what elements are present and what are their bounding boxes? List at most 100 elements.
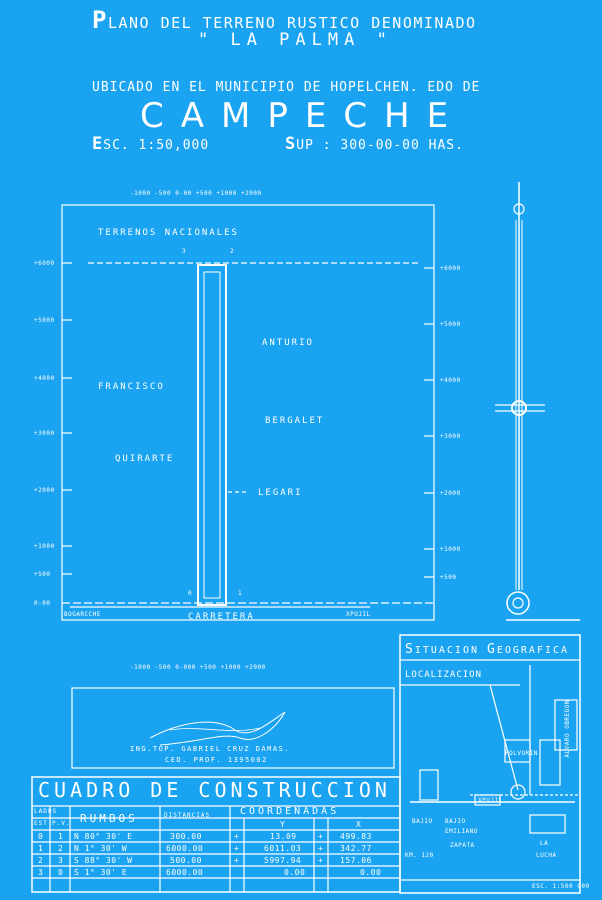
plan-title: PLANO DEL TERRENO RUSTICO DENOMINADO — [92, 6, 477, 34]
vertex-label: 3 — [182, 248, 187, 255]
cell-pv: 1 — [58, 832, 64, 841]
situation-title-text: ITUACION — [414, 645, 488, 656]
parcel-outline — [197, 264, 227, 606]
left-tick: +6000 — [34, 260, 55, 267]
scale-label: ESC. 1:50,000 — [92, 134, 209, 154]
surveyor-license: CED. PROF. 1395002 — [165, 756, 268, 764]
cell-distance: 6000.00 — [166, 844, 204, 853]
header-coordenadas: COORDENADAS — [240, 806, 340, 817]
left-tick: +500 — [34, 571, 51, 578]
cell-y-sign: + — [234, 856, 240, 865]
situation-title-initial: S — [405, 642, 415, 657]
town-label: ZAPATA — [450, 842, 475, 849]
bottom-axis-ticks: -1000 -500 0-000 +500 +1000 +2000 — [130, 664, 266, 671]
east-owner-3: LEGARI — [258, 488, 303, 498]
cell-est: 3 — [38, 868, 44, 877]
right-tick: +500 — [440, 574, 457, 581]
town-label: LUCHA — [536, 852, 557, 859]
header-rumbos: RUMBOS — [80, 812, 138, 825]
town-label: BAJIO — [445, 818, 466, 825]
right-tick: +1000 — [440, 546, 461, 553]
cell-y-sign: + — [234, 844, 240, 853]
top-axis-ticks: -1000 -500 0-00 +500 +1000 +2000 — [130, 190, 262, 197]
right-tick: +6000 — [440, 265, 461, 272]
left-tick: +3000 — [34, 430, 55, 437]
situation-title: SITUACION GEOGRAFICA — [405, 642, 569, 657]
cell-y: 0.00 — [284, 868, 306, 877]
localization-label: LOCALIZACION — [405, 670, 483, 680]
north-neighbor-label: TERRENOS NACIONALES — [98, 228, 239, 238]
right-tick: +4000 — [440, 377, 461, 384]
left-tick: +2000 — [34, 487, 55, 494]
east-owner-1: ANTURIO — [262, 338, 314, 348]
cell-distance: 6000.00 — [166, 868, 204, 877]
cell-distance: 500.00 — [170, 856, 202, 865]
cell-est: 0 — [38, 832, 44, 841]
road-label: CARRETERA — [188, 612, 255, 622]
situation-title-text-2: EOGRAFICA — [496, 645, 570, 656]
cell-y: 5997.94 — [264, 856, 302, 865]
cell-x-sign: + — [318, 832, 324, 841]
header-est: EST — [34, 820, 48, 827]
property-name: " LA PALMA " — [198, 30, 393, 50]
plan-title-text: LANO DEL TERRENO RUSTICO DENOMINADO — [107, 14, 477, 32]
header-x: X — [356, 820, 362, 829]
header-pv: P.V. — [52, 820, 71, 827]
scale-text: SC. 1:50,000 — [103, 138, 210, 153]
cell-est: 2 — [38, 856, 44, 865]
scale-initial: E — [92, 134, 104, 154]
town-label: LA — [540, 840, 549, 847]
town-label: BAJIO — [412, 818, 433, 825]
cell-rumbo: N 1° 30' W — [74, 844, 128, 853]
cell-pv: 2 — [58, 844, 64, 853]
cell-y-sign: + — [234, 832, 240, 841]
cell-rumbo: S 1° 30' E — [74, 868, 128, 877]
left-tick: +5000 — [34, 317, 55, 324]
header-lados: LADOS — [34, 808, 58, 815]
vertex-label: 0 — [188, 590, 193, 597]
state-name: CAMPECHE — [140, 96, 466, 136]
cell-x: 157.06 — [340, 856, 372, 865]
east-owner-2: BERGALET — [265, 416, 325, 426]
right-tick: +5000 — [440, 321, 461, 328]
cell-x: 0.00 — [360, 868, 382, 877]
area-initial: S — [285, 134, 297, 154]
cell-y: 6011.03 — [264, 844, 302, 853]
west-owner-last: QUIRARTE — [115, 454, 175, 464]
cell-x: 342.77 — [340, 844, 372, 853]
right-tick: +3000 — [440, 433, 461, 440]
situation-title-initial-2: G — [487, 642, 497, 657]
left-tick: +1000 — [34, 543, 55, 550]
vertex-label: 2 — [230, 248, 235, 255]
plan-title-initial: P — [92, 6, 108, 34]
cell-x-sign: + — [318, 856, 324, 865]
road-town-label: POLVORIN — [505, 750, 538, 757]
cell-x: 499.83 — [340, 832, 372, 841]
map-frame — [61, 204, 435, 621]
road-origin-label: BOGARCCHE — [64, 611, 102, 618]
area-label: SUP : 300-00-00 HAS. — [285, 134, 464, 154]
area-text: UP : 300-00-00 HAS. — [296, 138, 464, 153]
road-town-label: ALVARO OBREGON — [564, 700, 571, 758]
signature-box — [71, 687, 395, 769]
town-label: EMILIANO — [445, 828, 478, 835]
right-tick: +2000 — [440, 490, 461, 497]
cell-y: 13.09 — [270, 832, 297, 841]
cell-rumbo: N 80° 30' E — [74, 832, 133, 841]
surveyor-name: ING.TOP. GABRIEL CRUZ DAMAS. — [130, 745, 291, 753]
cell-x-sign: + — [318, 844, 324, 853]
cell-pv: 3 — [58, 856, 64, 865]
cell-pv: 0 — [58, 868, 64, 877]
header-y: Y — [280, 820, 286, 829]
cell-rumbo: S 88° 30' W — [74, 856, 133, 865]
left-tick: 0-00 — [34, 600, 51, 607]
parcel-inner — [203, 271, 221, 599]
table-title: CUADRO DE CONSTRUCCION — [38, 778, 391, 802]
west-owner-first: FRANCISCO — [98, 382, 165, 392]
road-town-label: XPUJIL — [478, 797, 503, 804]
cell-est: 1 — [38, 844, 44, 853]
town-label: KM. 120 — [405, 852, 434, 859]
vertex-label: 1 — [238, 590, 243, 597]
road-destination-label: XPUJIL — [346, 611, 371, 618]
